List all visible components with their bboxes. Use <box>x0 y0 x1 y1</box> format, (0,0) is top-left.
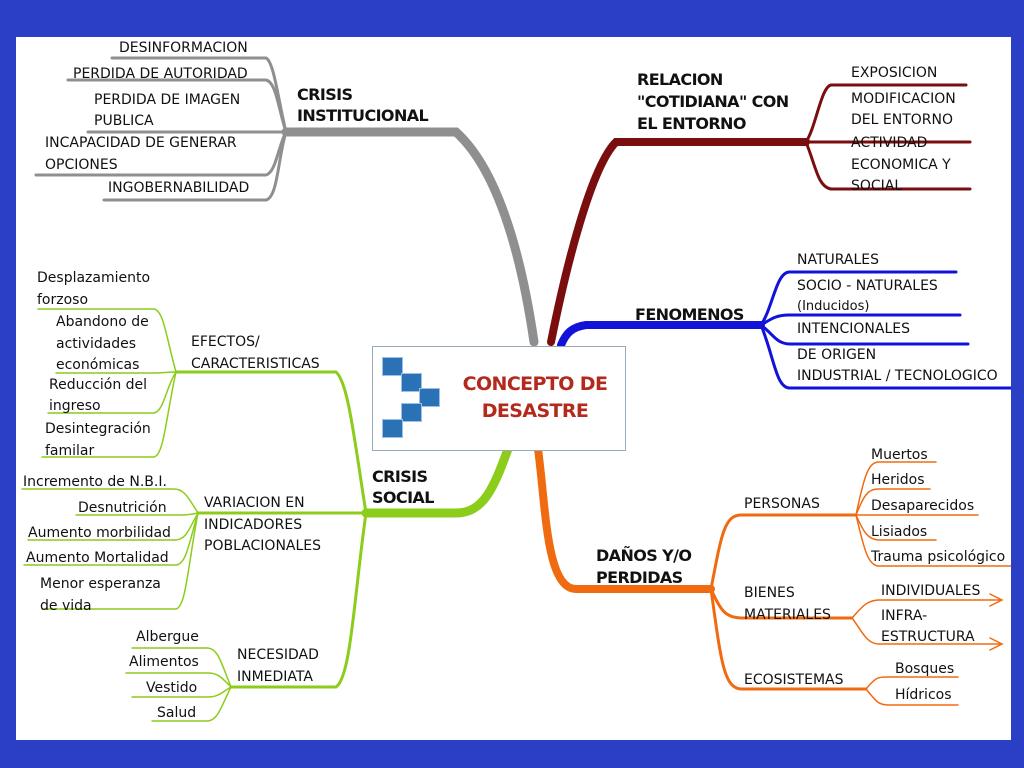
central-concept-title: CONCEPTO DE DESASTRE <box>462 373 608 422</box>
fenomenos-item: SOCIO - NATURALES <box>797 278 938 294</box>
danos-branches <box>534 445 1011 706</box>
bienes-item: INDIVIDUALES <box>881 583 981 599</box>
necesidad-item: Alimentos <box>129 654 199 670</box>
efectos-item: ingreso <box>49 398 101 414</box>
personas-item: Lisiados <box>871 524 928 540</box>
necesidad-label: NECESIDAD <box>237 647 319 663</box>
variacion-item: Menor esperanza <box>40 576 161 592</box>
relacion-item: EXPOSICION <box>851 65 938 81</box>
efectos-item: Desintegración <box>45 421 151 437</box>
bienes-item: INFRA- <box>881 608 928 624</box>
fenomenos-item: INDUSTRIAL / TECNOLOGICO <box>797 368 998 384</box>
slide-canvas: CONCEPTO DE DESASTRE CRISIS INSTITUCIONA… <box>16 37 1011 740</box>
crisis-social-branches <box>21 308 513 722</box>
variacion-item: Desnutrición <box>78 500 167 516</box>
relacion-title: "COTIDIANA" CON <box>637 92 789 111</box>
crisis-institucional-item: PUBLICA <box>94 113 154 129</box>
personas-item: Desaparecidos <box>871 498 975 514</box>
ecosistemas-item: Bosques <box>895 661 955 677</box>
logo-block-icon <box>382 357 403 376</box>
crisis-social-title: CRISIS <box>372 467 428 486</box>
personas-item: Trauma psicológico <box>871 549 1006 565</box>
crisis-institucional-item: DESINFORMACION <box>119 40 248 56</box>
fenomenos-item: NATURALES <box>797 252 880 268</box>
necesidad-item: Vestido <box>146 680 198 696</box>
crisis-institucional-item: INGOBERNABILIDAD <box>108 180 250 196</box>
efectos-item: Reducción del <box>49 377 148 393</box>
fenomenos-branches <box>557 270 1011 390</box>
efectos-item: actividades <box>56 336 137 352</box>
efectos-item: familar <box>45 443 95 459</box>
logo-block-icon <box>401 403 422 422</box>
fenomenos-item: (Inducidos) <box>797 299 870 314</box>
ecosistemas-label: ECOSISTEMAS <box>744 672 844 688</box>
relacion-item: ECONOMICA Y <box>851 157 951 173</box>
relacion-title: RELACION <box>637 70 723 89</box>
necesidad-label: INMEDIATA <box>237 669 313 685</box>
necesidad-item: Albergue <box>136 629 199 645</box>
variacion-label: INDICADORES <box>204 517 303 533</box>
personas-label: PERSONAS <box>744 496 820 512</box>
mind-map-branches <box>21 56 1011 722</box>
logo-block-icon <box>382 419 403 438</box>
efectos-item: forzoso <box>37 292 89 308</box>
relacion-item: MODIFICACION <box>851 91 956 107</box>
fenomenos-item: DE ORIGEN <box>797 347 877 363</box>
efectos-item: económicas <box>56 357 140 373</box>
efectos-item: Abandono de <box>56 314 149 330</box>
danos-title: PERDIDAS <box>596 568 683 587</box>
efectos-label: EFECTOS/ <box>191 334 260 350</box>
crisis-institucional-title: INSTITUCIONAL <box>297 106 429 125</box>
relacion-item: SOCIAL <box>851 178 903 194</box>
crisis-institucional-item: INCAPACIDAD DE GENERAR <box>45 135 237 151</box>
crisis-institucional-item: PERDIDA DE AUTORIDAD <box>73 66 248 82</box>
danos-title: DAÑOS Y/O <box>596 546 692 565</box>
variacion-item: Incremento de N.B.I. <box>23 474 167 490</box>
crisis-institucional-item: PERDIDA DE IMAGEN <box>94 92 241 108</box>
relacion-item: DEL ENTORNO <box>851 112 953 128</box>
variacion-label: VARIACION EN <box>204 495 305 511</box>
necesidad-item: Salud <box>157 705 197 721</box>
personas-item: Heridos <box>871 472 925 488</box>
variacion-item: Aumento morbilidad <box>28 525 171 541</box>
personas-item: Muertos <box>871 447 928 463</box>
bienes-item: ESTRUCTURA <box>881 629 975 645</box>
bienes-label: BIENES <box>744 585 795 601</box>
logo-block-icon <box>401 373 422 392</box>
fenomenos-item: INTENCIONALES <box>797 321 910 337</box>
ecosistemas-item: Hídricos <box>895 687 952 703</box>
logo-block-icon <box>419 388 440 407</box>
central-concept-node: CONCEPTO DE DESASTRE <box>372 346 626 451</box>
efectos-item: Desplazamiento <box>37 270 151 286</box>
crisis-institucional-item: OPCIONES <box>45 157 118 173</box>
relacion-item: ACTIVIDAD <box>851 135 928 151</box>
bienes-label: MATERIALES <box>744 607 831 623</box>
fenomenos-title: FENOMENOS <box>635 305 744 324</box>
crisis-institucional-branches <box>34 56 539 347</box>
variacion-label: POBLACIONALES <box>204 538 322 554</box>
relacion-branches <box>547 83 972 346</box>
efectos-label: CARACTERISTICAS <box>191 356 320 372</box>
variacion-item: Aumento Mortalidad <box>26 550 169 566</box>
relacion-title: EL ENTORNO <box>637 114 746 133</box>
crisis-social-title: SOCIAL <box>372 488 434 507</box>
crisis-institucional-title: CRISIS <box>297 85 353 104</box>
variacion-item: de vida <box>40 598 92 614</box>
